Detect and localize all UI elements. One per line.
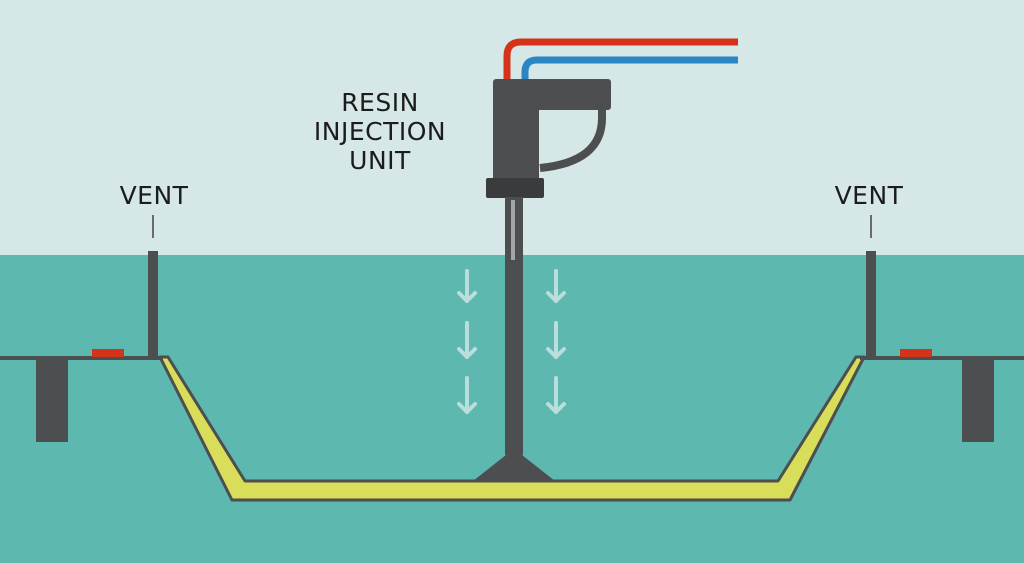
vent-pipe-left <box>148 251 158 358</box>
resin-injection-unit-label: RESIN INJECTION UNIT <box>270 88 490 175</box>
resin-layer <box>158 355 866 502</box>
down-arrow-icon <box>546 376 566 414</box>
injection-pipe-highlight <box>511 200 515 260</box>
support-post-left <box>36 360 68 442</box>
injection-nozzle <box>473 455 555 481</box>
down-arrow-icon <box>546 269 566 303</box>
injection-unit-body <box>493 108 539 180</box>
down-arrow-icon <box>546 321 566 359</box>
resin-label-line-3: UNIT <box>349 146 411 175</box>
injection-pipe <box>505 197 523 455</box>
down-arrow-icon <box>457 269 477 303</box>
support-post-right <box>962 360 994 442</box>
blue-supply-line <box>521 56 738 84</box>
injection-unit-hose <box>539 110 606 172</box>
vent-pipe-right <box>866 251 876 358</box>
injection-unit-housing <box>493 79 611 110</box>
red-supply-line <box>503 38 738 84</box>
resin-label-line-2: INJECTION <box>313 117 447 146</box>
seal-marker-left <box>92 349 124 357</box>
injection-unit-collar <box>486 178 544 198</box>
down-arrow-icon <box>457 321 477 359</box>
vent-label-right: VENT <box>834 181 904 210</box>
resin-label-line-1: RESIN <box>341 88 419 117</box>
flow-arrows-left <box>457 269 477 414</box>
flow-arrows-right <box>546 269 566 414</box>
vent-label-left: VENT <box>119 181 189 210</box>
seal-marker-right <box>900 349 932 357</box>
down-arrow-icon <box>457 376 477 414</box>
